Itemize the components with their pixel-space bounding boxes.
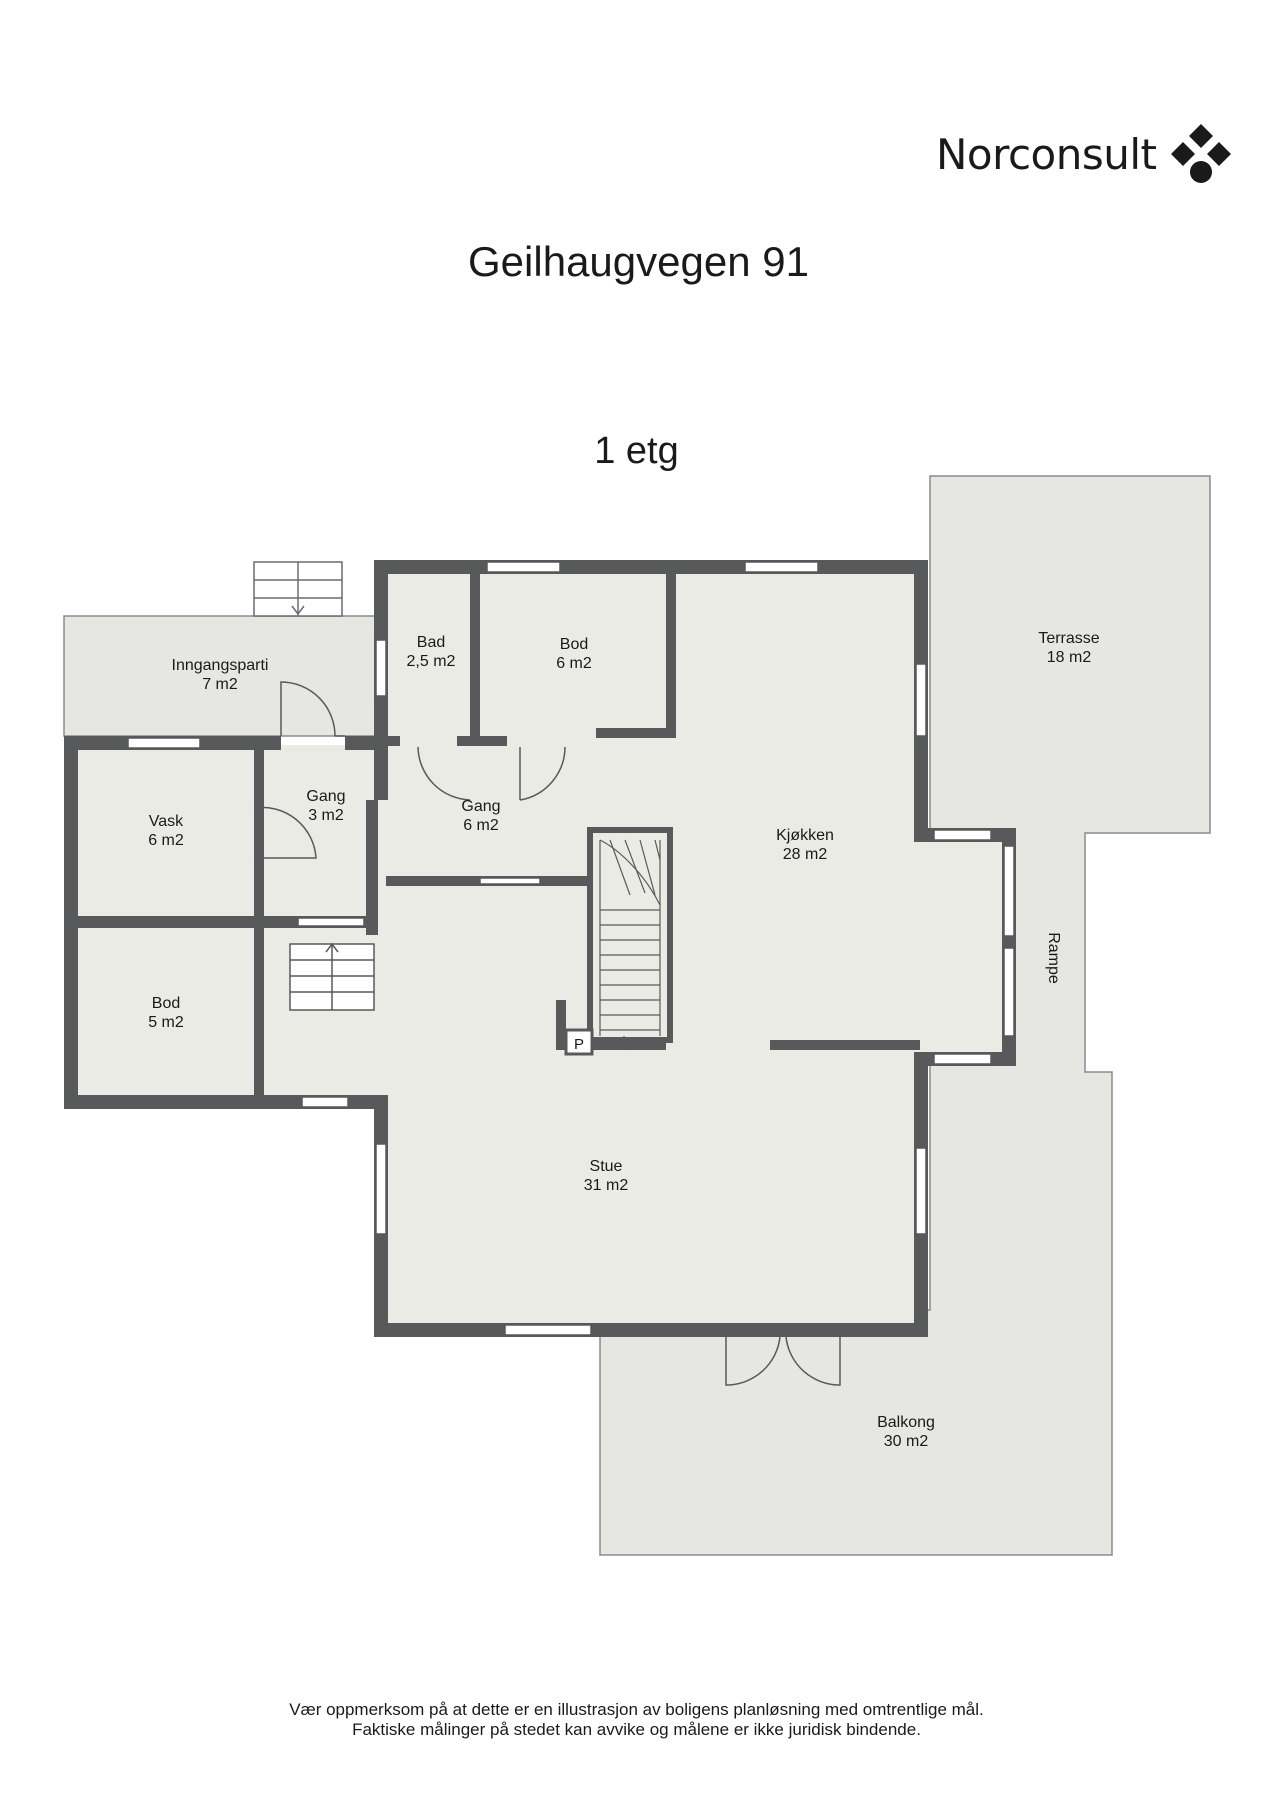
windows: [127, 561, 1015, 1336]
room-name-vask: Vask: [149, 813, 184, 830]
room-area-terrasse: 18 m2: [1047, 649, 1092, 666]
disclaimer-line-1: Vær oppmerksom på at dette er en illustr…: [289, 1700, 984, 1719]
balkong-door-right: [785, 1336, 841, 1386]
disclaimer-line-2: Faktiske målinger på stedet kan avvike o…: [352, 1720, 921, 1739]
room-name-bod-top: Bod: [560, 636, 588, 653]
brand-name: Norconsult: [936, 129, 1157, 179]
room-name-gang-small: Gang: [306, 788, 345, 805]
inngangsparti-area: [63, 615, 376, 737]
disclaimer: Vær oppmerksom på at dette er en illustr…: [0, 1700, 1273, 1740]
room-name-bod-left: Bod: [152, 995, 180, 1012]
room-area-bod-top: 6 m2: [556, 655, 592, 672]
room-name-kjokken: Kjøkken: [776, 827, 834, 844]
page-title: Geilhaugvegen 91: [468, 238, 809, 285]
entrance-steps: [253, 561, 343, 617]
doors: [253, 681, 841, 1386]
room-area-kjokken: 28 m2: [783, 846, 828, 863]
floor-label: 1 etg: [594, 430, 679, 472]
room-area-gang-mid: 6 m2: [463, 817, 499, 834]
entrance-door: [280, 681, 336, 737]
bad-door: [417, 746, 471, 801]
bod-door: [519, 746, 566, 801]
room-area-bad: 2,5 m2: [407, 653, 456, 670]
room-name-inngangsparti: Inngangsparti: [172, 657, 269, 674]
room-area-bod-left: 5 m2: [148, 1014, 184, 1031]
room-name-stue: Stue: [590, 1158, 623, 1175]
ramp-label: Rampe: [1045, 932, 1062, 984]
room-area-gang-small: 3 m2: [308, 807, 344, 824]
room-name-gang-mid: Gang: [461, 798, 500, 815]
room-area-inngangsparti: 7 m2: [202, 676, 238, 693]
room-name-balkong: Balkong: [877, 1414, 935, 1431]
main-staircase: [587, 827, 673, 1049]
room-name-terrasse: Terrasse: [1038, 630, 1099, 647]
pipe-label: P: [574, 1036, 584, 1053]
room-labels: Inngangsparti 7 m2 Bad 2,5 m2 Bod 6 m2 T…: [148, 630, 1100, 1450]
room-area-balkong: 30 m2: [884, 1433, 929, 1450]
room-area-stue: 31 m2: [584, 1177, 629, 1194]
brand-logo: Norconsult: [936, 124, 1233, 184]
small-staircase: [289, 942, 375, 1011]
pipe-box: P: [564, 1028, 594, 1056]
balkong-door-left: [725, 1336, 781, 1386]
room-name-bad: Bad: [417, 634, 445, 651]
interior-floor: [64, 560, 1016, 1337]
vask-door: [253, 806, 317, 859]
room-area-vask: 6 m2: [148, 832, 184, 849]
norconsult-diamond-icon: [1170, 124, 1231, 183]
